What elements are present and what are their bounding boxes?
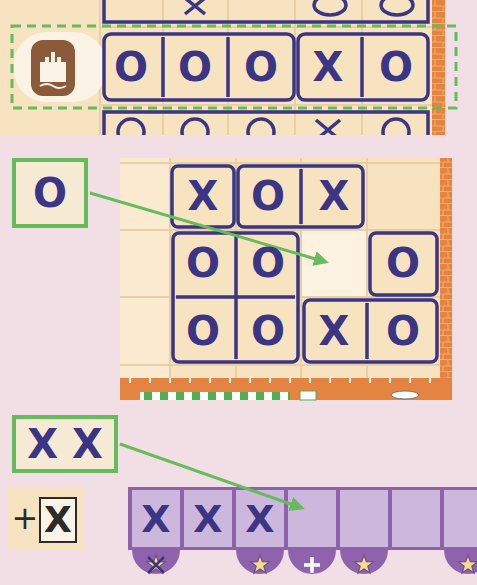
- crossed-mark: [148, 557, 164, 573]
- illustration-part: [432, 0, 445, 135]
- mark-symbol: O: [244, 47, 278, 87]
- mark-symbol: O: [379, 47, 413, 87]
- illustration-part: [365, 303, 369, 359]
- illustration-part: [300, 391, 316, 400]
- castle-icon: [40, 52, 66, 82]
- bonus-bumps: [132, 550, 477, 574]
- illustration-part: [314, 0, 346, 15]
- ink-outline: [172, 166, 437, 362]
- illustration-part: [120, 158, 170, 378]
- illustration-part: [8, 488, 84, 550]
- illustration-part: [173, 233, 298, 362]
- mark-symbol: O: [251, 311, 285, 351]
- mark-symbol: O: [33, 173, 67, 213]
- mark-symbol: O: [251, 243, 285, 283]
- illustration-part: [104, 112, 428, 135]
- illustration-part: [100, 0, 432, 135]
- partial-marks: [104, 0, 428, 135]
- illustration-part: [184, 490, 232, 547]
- mark-symbol: X: [188, 176, 219, 216]
- mark-symbol: X: [141, 500, 170, 538]
- illustration-part: [128, 487, 477, 550]
- illustration-part: [163, 37, 228, 97]
- mark-symbol: X: [319, 311, 350, 351]
- illustration-part: [120, 158, 440, 378]
- mark-symbol: O: [178, 47, 212, 87]
- star-icon: [354, 555, 373, 573]
- illustration-part: [298, 34, 428, 100]
- mark-symbol: O: [114, 47, 148, 87]
- city-badge: [31, 40, 75, 96]
- icon-symbol: +: [12, 502, 39, 534]
- illustration-part: [340, 490, 388, 547]
- illustration-part: [392, 490, 440, 547]
- mark-symbol: O: [386, 243, 420, 283]
- board-edge: [120, 378, 452, 400]
- mark-symbol: O: [251, 176, 285, 216]
- star-icon: [458, 555, 477, 573]
- icon-box: [40, 498, 76, 542]
- mark-symbol: O: [386, 311, 420, 351]
- illustration-part: [172, 166, 234, 227]
- illustration-part: [104, 34, 294, 100]
- leader-arrow: [120, 444, 302, 508]
- callout-box: O: [12, 158, 88, 228]
- star-icon: [250, 555, 269, 573]
- illustration-part: [14, 32, 106, 102]
- checker-strip: [140, 392, 290, 400]
- mark-symbol: X: [193, 500, 222, 538]
- mark-symbol: X: [319, 176, 350, 216]
- illustration-part: [0, 0, 432, 135]
- illustration-part: [440, 158, 452, 400]
- middle-board: [120, 158, 452, 400]
- illustration-part: [370, 233, 437, 295]
- illustration-part: [120, 158, 440, 378]
- target-cell: [301, 230, 367, 297]
- illustration-part: [40, 84, 66, 88]
- dashed-highlight: [12, 26, 456, 108]
- mark-symbol: O: [186, 311, 220, 351]
- illustration-part: [444, 490, 477, 547]
- mark-symbol: X X: [27, 424, 103, 464]
- illustration-part: [381, 0, 413, 15]
- illustration-part: [383, 119, 409, 135]
- illustration-part: [130, 378, 430, 383]
- illustration-part: [182, 119, 208, 135]
- top-board: [0, 0, 456, 145]
- illustration-part: [185, 0, 205, 14]
- illustration-part: [132, 490, 180, 547]
- illustration-part: [176, 236, 295, 359]
- illustration-part: [248, 119, 274, 135]
- illustration-part: [238, 166, 363, 227]
- mark-symbol: X: [245, 500, 274, 538]
- plus-icon: [304, 557, 320, 573]
- illustration-part: [304, 300, 437, 362]
- ink-outline: [104, 34, 428, 100]
- mark-symbol: X: [313, 47, 344, 87]
- illustration-part: [316, 120, 340, 135]
- illustration-part: [360, 37, 364, 97]
- illustration-part: [104, 0, 428, 22]
- callout-box: X X: [12, 415, 118, 473]
- star-icon: [146, 555, 165, 573]
- illustration-part: [118, 119, 144, 135]
- mark-symbol: O: [186, 243, 220, 283]
- illustration-part: [299, 169, 303, 224]
- illustration-part: [288, 490, 336, 547]
- bonus-track: [8, 487, 477, 574]
- illustration-part: [391, 391, 419, 399]
- icon-symbol: X: [44, 502, 72, 538]
